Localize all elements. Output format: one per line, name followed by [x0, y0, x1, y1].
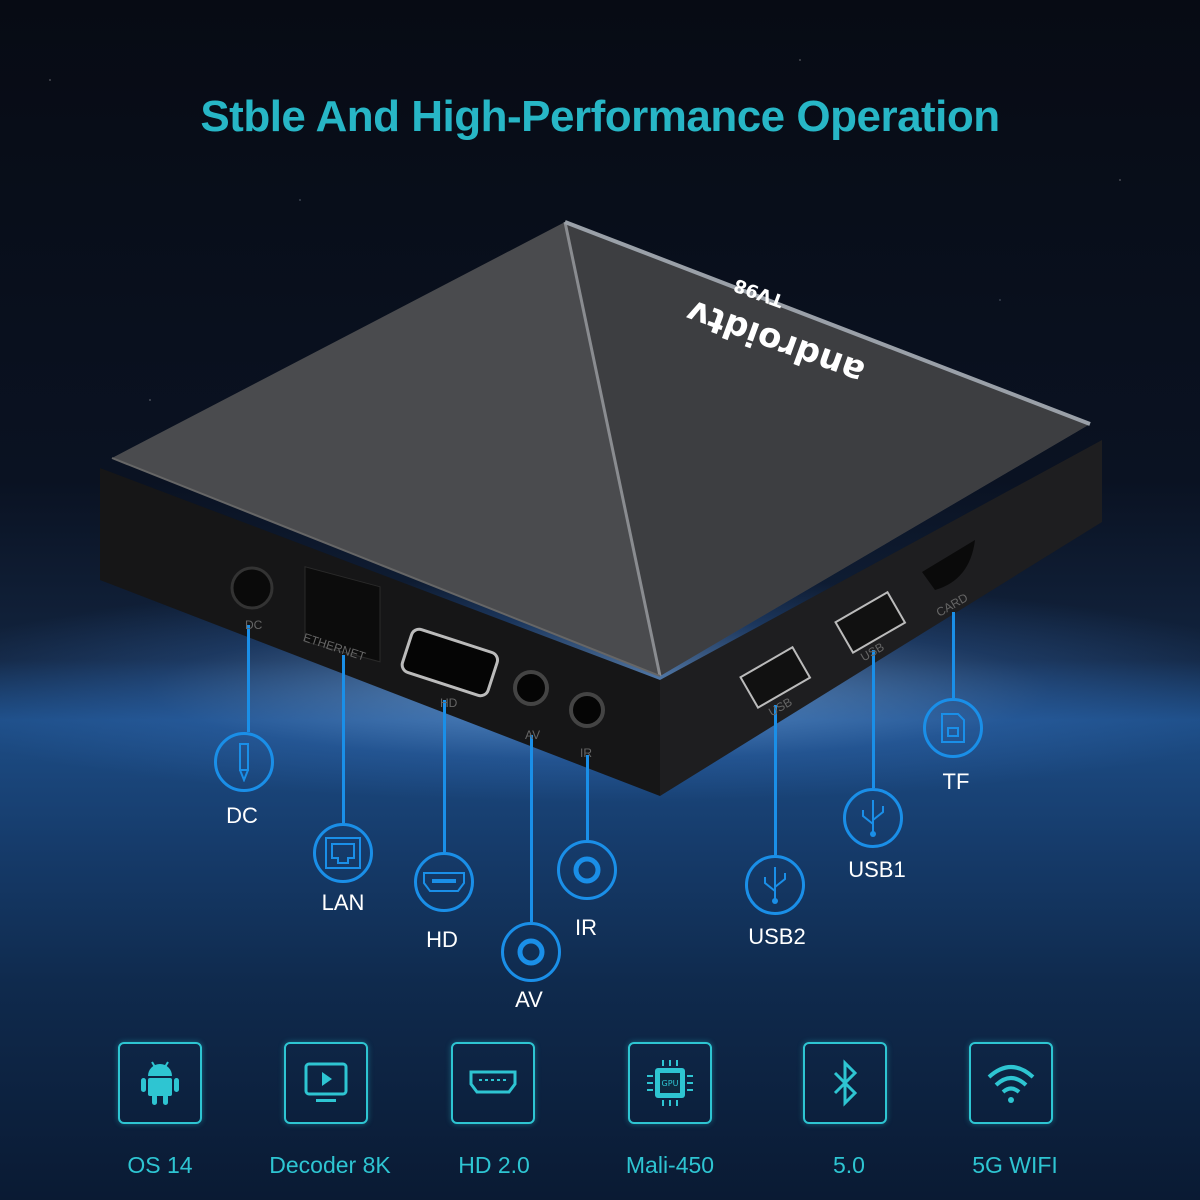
dc-plug-icon	[214, 732, 274, 792]
svg-text:GPU: GPU	[662, 1079, 679, 1088]
usb-icon	[745, 855, 805, 915]
port-label-av: AV	[525, 728, 541, 742]
usb-icon	[843, 788, 903, 848]
lan-callout-line	[341, 655, 345, 823]
usb1-port	[834, 590, 907, 654]
usb2-callout-line	[773, 705, 777, 855]
port-label-ir: IR	[580, 746, 592, 760]
ir-receiver-icon	[557, 840, 617, 900]
callout-label-tf: TF	[942, 769, 970, 794]
ir-callout-line	[585, 755, 589, 840]
port-label-dc: DC	[245, 618, 263, 632]
callout-label-usb1: USB1	[848, 857, 906, 882]
dc-port	[230, 566, 274, 610]
feature-bluetooth	[803, 1042, 887, 1124]
feature-hd	[451, 1042, 535, 1124]
feature-wifi	[969, 1042, 1053, 1124]
callout-label-dc: DC	[226, 803, 258, 828]
ethernet-port	[304, 566, 381, 663]
callout-label-av: AV	[515, 987, 543, 1012]
wifi-icon	[987, 1065, 1035, 1103]
hdmi-icon	[469, 1070, 517, 1094]
feature-label-bluetooth: 5.0	[833, 1152, 865, 1178]
sd-card-icon	[923, 698, 983, 758]
ir-port	[569, 692, 605, 728]
callout-label-ir: IR	[575, 915, 597, 940]
callout-label-hd: HD	[426, 927, 458, 952]
feature-label-decoder: Decoder 8K	[269, 1152, 391, 1178]
card-slot	[922, 540, 975, 590]
video-play-icon	[304, 1062, 348, 1102]
port-label-hd: HD	[440, 696, 458, 710]
usb2-port	[739, 645, 812, 709]
gpu-chip-icon: GPU	[647, 1060, 693, 1106]
bluetooth-icon	[833, 1059, 858, 1107]
av-jack-icon	[501, 922, 561, 982]
dc-callout-line	[246, 625, 250, 732]
android-icon	[141, 1061, 179, 1105]
hdmi-port	[400, 627, 500, 698]
hd-callout-line	[442, 700, 446, 852]
feature-decoder	[284, 1042, 368, 1124]
feature-label-hd: HD 2.0	[458, 1152, 530, 1178]
device-top-triangle	[565, 222, 1090, 676]
hdmi-port-icon	[414, 852, 474, 912]
tf-callout-line	[951, 612, 955, 698]
feature-label-os: OS 14	[127, 1152, 193, 1178]
feature-os	[118, 1042, 202, 1124]
callout-label-usb2: USB2	[748, 924, 806, 949]
av-callout-line	[529, 735, 533, 922]
feature-label-wifi: 5G WIFI	[972, 1152, 1058, 1178]
page-title: Stble And High-Performance Operation	[200, 92, 1000, 141]
callout-label-lan: LAN	[321, 890, 365, 915]
feature-gpu: GPU	[628, 1042, 712, 1124]
usb1-callout-line	[871, 650, 875, 788]
feature-label-gpu: Mali-450	[625, 1152, 715, 1178]
ethernet-port-icon	[313, 823, 373, 883]
av-port	[513, 670, 549, 706]
